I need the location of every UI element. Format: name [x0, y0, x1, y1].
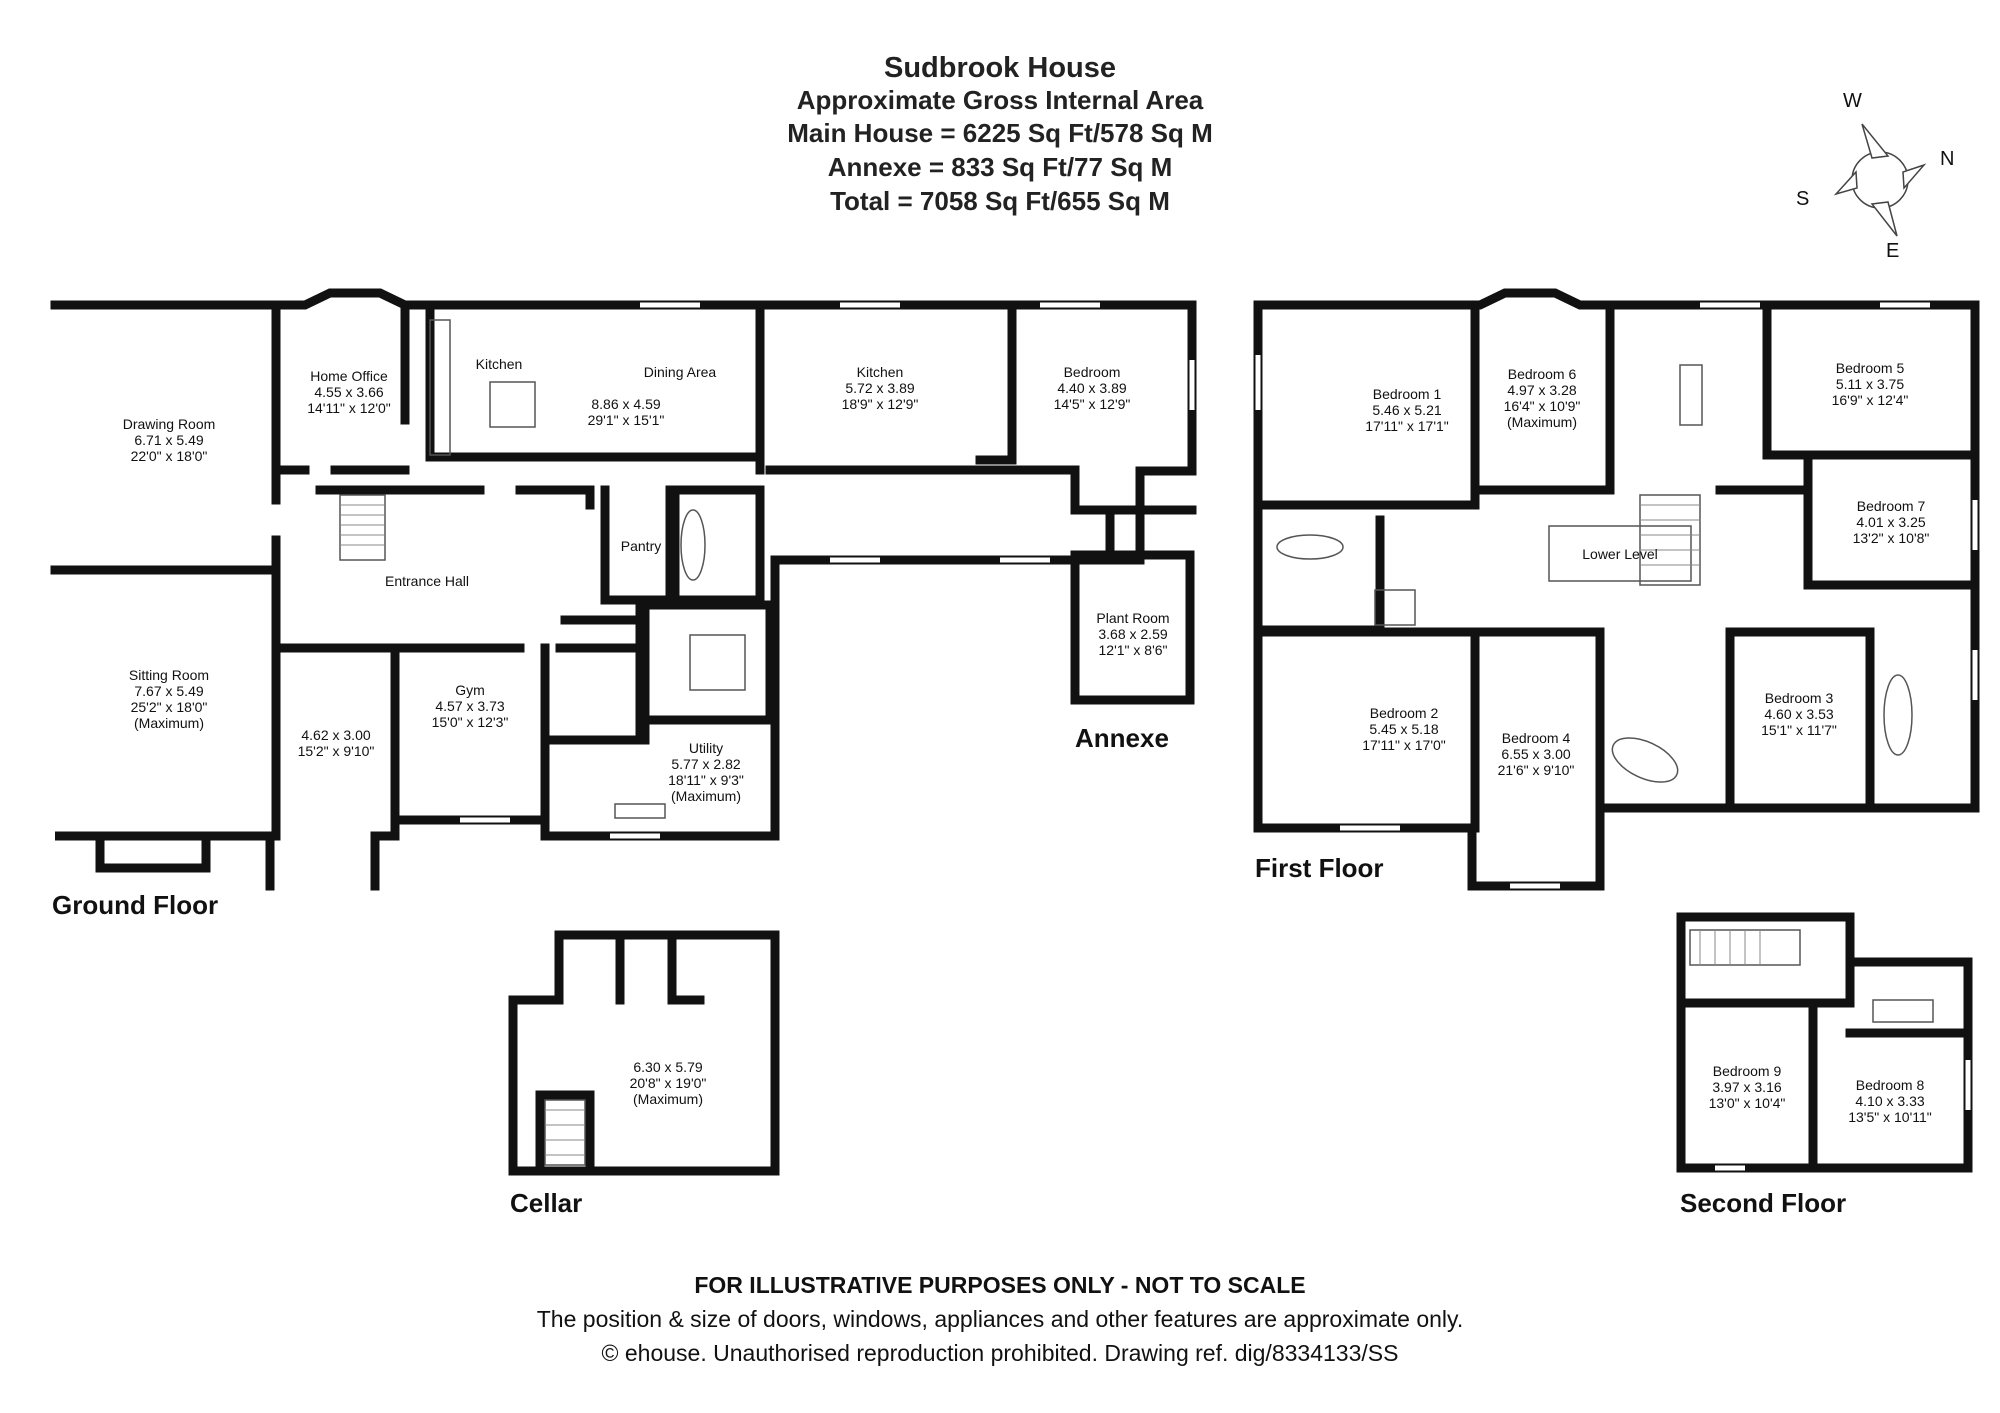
wall-office-kitchen	[271, 300, 410, 475]
wall-stair-first	[1715, 485, 1813, 590]
stair-ground	[339, 494, 386, 561]
lower-level-box	[1548, 525, 1692, 582]
wall-corridor	[765, 465, 1197, 565]
wall-bedroom3	[1725, 627, 1875, 813]
shower-ground	[689, 634, 746, 691]
bath-ground	[680, 509, 706, 581]
wall-plant-room	[1070, 550, 1195, 705]
wall-annexe-divider	[755, 300, 1017, 475]
compass-north-label: N	[1940, 148, 1955, 170]
wall-hall-north	[315, 485, 595, 510]
wall-bedroom1	[1253, 300, 1480, 510]
wall-second-internal	[1676, 957, 1973, 1173]
second-floor-label: Second Floor	[1680, 1188, 1847, 1218]
plan-title: Sudbrook House	[883, 52, 1116, 84]
first-floor-label: First Floor	[1255, 853, 1384, 883]
windows	[52, 302, 1978, 1171]
ground-floor-label: Ground Floor	[52, 890, 219, 920]
kitchen-island	[489, 381, 536, 428]
bath-bathroom-f	[1611, 737, 1679, 783]
wall-shower	[640, 600, 775, 725]
copyright-text: © ehouse. Unauthorised reproduction proh…	[601, 1340, 1399, 1366]
shower-ensuite1	[1374, 589, 1416, 626]
room-kitchen: Kitchen	[475, 356, 523, 372]
stair-first	[1639, 494, 1701, 586]
room-pantry: Pantry	[620, 538, 662, 554]
annexe-area: Annexe = 833 Sq Ft/77 Sq M	[827, 152, 1173, 182]
wall-bedroom6	[1470, 300, 1615, 495]
wall-utility	[540, 615, 650, 745]
bath-bedroom6	[1679, 364, 1703, 426]
walls	[50, 288, 1980, 1176]
bath-ensuite1	[1276, 534, 1344, 560]
wall-kitchen-dining	[425, 300, 765, 475]
wall-bathroom-f	[1595, 627, 1735, 813]
bath-bedroom3	[1883, 674, 1913, 756]
wall-bedroom5	[1762, 300, 1980, 460]
note-text: The position & size of doors, windows, a…	[536, 1306, 1464, 1332]
annexe-label: Annexe	[1075, 723, 1169, 753]
wall-pantry	[600, 485, 675, 605]
room-entrance-hall: Entrance Hall	[384, 573, 470, 589]
ground-bay-front	[95, 831, 211, 873]
area-heading: Approximate Gross Internal Area	[796, 85, 1204, 115]
cellar-label: Cellar	[510, 1188, 583, 1218]
compass-south-label: S	[1796, 188, 1810, 210]
wall-cellar	[508, 930, 780, 1176]
bath-second	[1872, 999, 1934, 1023]
wall-ensuite1	[1253, 515, 1385, 635]
compass-east-label: E	[1886, 240, 1900, 262]
wall-cellar-stair	[535, 1090, 595, 1176]
main-house-area: Main House = 6225 Sq Ft/578 Sq M	[787, 118, 1213, 148]
compass-rose	[1833, 123, 1927, 237]
room-dining-area: Dining Area	[643, 364, 717, 380]
second-floor-outer-wall	[1676, 912, 1973, 1173]
stair-cellar	[544, 1099, 586, 1166]
wall-wc	[670, 485, 765, 605]
disclaimer-text: FOR ILLUSTRATIVE PURPOSES ONLY - NOT TO …	[694, 1272, 1306, 1298]
wall-gym-unnamed	[390, 643, 550, 841]
total-area: Total = 7058 Sq Ft/655 Sq M	[830, 186, 1170, 216]
kitchen-counter	[429, 319, 451, 456]
stair-treads	[340, 504, 1761, 1156]
compass-west-label: W	[1843, 90, 1862, 112]
utility-sink	[614, 803, 666, 819]
ground-floor-outer-wall	[50, 288, 1197, 891]
room-lower-level: Lower Level	[1582, 546, 1658, 562]
